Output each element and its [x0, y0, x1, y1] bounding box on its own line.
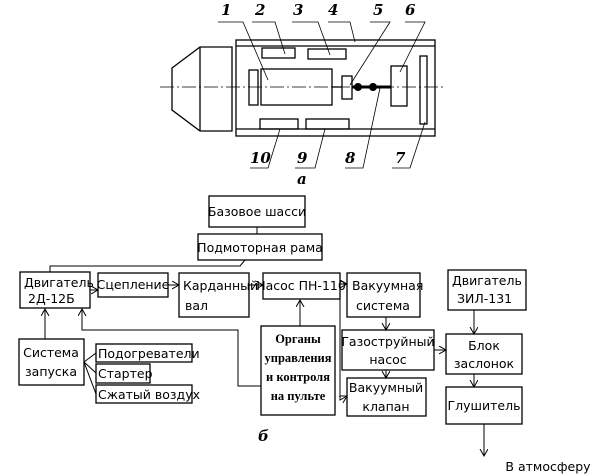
label-7: 7: [395, 149, 406, 167]
label-2: 2: [254, 1, 265, 19]
box-pump: Насос ПН-110: [256, 278, 346, 293]
caption-a: а: [297, 170, 307, 188]
body: [235, 39, 436, 137]
box-clutch: Сцепление: [97, 277, 170, 292]
vehicle-layout: 1 2 3 4 5 6 7 8 9 10 а: [160, 1, 445, 188]
box-engine-2d12b: Двигатель: [24, 275, 94, 290]
box-gas-jet-pump-2: насос: [369, 352, 406, 367]
label-3: 3: [293, 1, 303, 19]
box-base-chassis: Базовое шасси: [208, 204, 306, 219]
box-gas-jet-pump: Газоструйный: [341, 334, 434, 349]
box-vacuum-system-2: система: [356, 298, 410, 313]
box-vacuum-valve: Вакуумный: [349, 380, 423, 395]
box-vacuum-system: Вакуумная: [352, 278, 423, 293]
box-damper-block-2: заслонок: [454, 356, 515, 371]
box-controls-4: на пульте: [271, 389, 326, 403]
box-controls-2: управления: [265, 351, 332, 365]
label-8: 8: [345, 149, 356, 167]
label-10: 10: [250, 149, 271, 167]
box-controls-3: и контроля: [266, 370, 330, 384]
box-starter: Стартер: [98, 366, 153, 381]
box-compressed-air: Сжатый воздух: [98, 387, 200, 402]
caption-b: б: [258, 427, 269, 445]
label-6: 6: [405, 1, 416, 19]
to-atmosphere: В атмосферу: [505, 459, 591, 474]
box-cardan-shaft-2: вал: [185, 298, 208, 313]
box-vacuum-valve-2: клапан: [362, 399, 409, 414]
box-start-system: Система: [23, 345, 79, 360]
box-engine-frame: Подмоторная рама: [197, 240, 323, 255]
cab: [171, 46, 233, 132]
label-4: 4: [328, 1, 338, 19]
box-damper-block: Блок: [468, 338, 500, 353]
label-1: 1: [221, 1, 231, 19]
box-engine-2d12b-model: 2Д-12Б: [28, 291, 75, 306]
box-engine-zil131-model: ЗИЛ-131: [457, 291, 512, 306]
box-muffler: Глушитель: [448, 398, 521, 413]
box-cardan-shaft: Карданный: [183, 278, 258, 293]
box-heaters: Подогреватели: [98, 346, 200, 361]
box-controls: Органы: [275, 332, 321, 346]
label-5: 5: [373, 1, 383, 19]
label-9: 9: [297, 149, 308, 167]
box-start-system-2: запуска: [25, 364, 77, 379]
box-engine-zil131: Двигатель: [452, 273, 522, 288]
block-diagram: Базовое шасси Подмоторная рама Двигатель…: [18, 195, 591, 474]
